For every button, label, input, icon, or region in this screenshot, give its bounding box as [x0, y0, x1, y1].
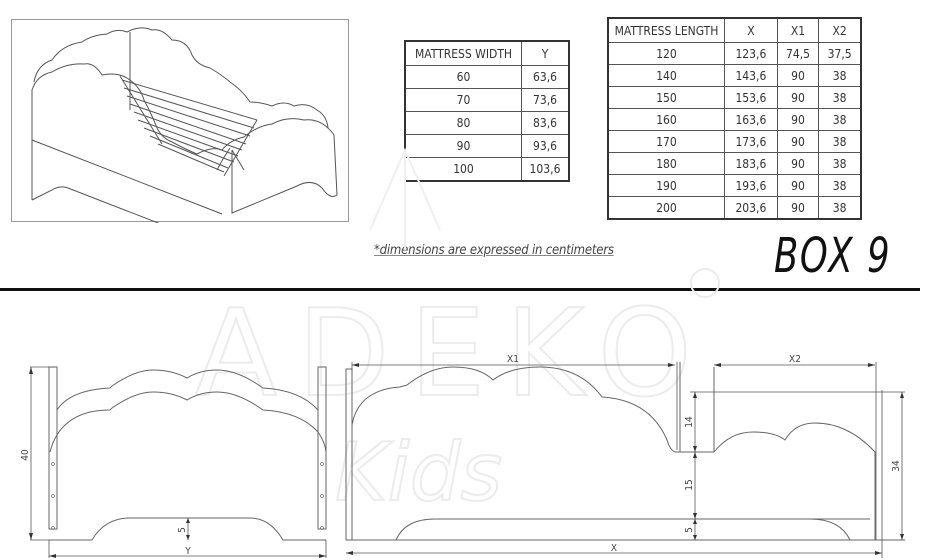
section-divider	[0, 288, 920, 291]
cell-width: 70	[404, 88, 522, 112]
cell-length: 190	[607, 174, 725, 197]
cell-x1: 90	[776, 174, 820, 197]
cell-length: 180	[607, 152, 725, 175]
cell-x2: 37,5	[818, 42, 862, 65]
cell-y: 63,6	[521, 65, 570, 89]
cell-length: 170	[607, 130, 725, 153]
cell-width: 80	[404, 111, 522, 135]
end-view-drawing	[48, 366, 327, 541]
cell-x1: 74,5	[776, 42, 820, 65]
cell-width: 60	[404, 65, 522, 89]
cell-x: 173,6	[724, 130, 778, 153]
cell-x2: 38	[818, 86, 862, 109]
side-view-drawing	[345, 362, 905, 541]
cell-length: 200	[607, 196, 725, 220]
header-x: X	[724, 17, 778, 43]
cell-length: 120	[607, 42, 725, 65]
dim-mid-15: 15	[684, 479, 695, 490]
cell-x2: 38	[818, 64, 862, 87]
cell-x2: 38	[818, 108, 862, 131]
cell-x1: 90	[776, 86, 820, 109]
cell-width: 90	[404, 134, 522, 158]
header-mattress-length: MATTRESS LENGTH	[607, 17, 725, 43]
cell-x1: 90	[776, 130, 820, 153]
cell-y: 103,6	[521, 157, 570, 182]
registered-mark-icon	[690, 268, 720, 298]
dim-height-40: 40	[20, 449, 31, 461]
watermark-brand: ADEKO	[195, 285, 712, 424]
cell-y: 73,6	[521, 88, 570, 112]
cell-x: 153,6	[724, 86, 778, 109]
cell-x: 203,6	[724, 196, 778, 220]
cell-x: 123,6	[724, 42, 778, 65]
end-view-dimensions	[30, 366, 327, 558]
cell-x: 183,6	[724, 152, 778, 175]
table-header-row: MATTRESS WIDTH Y	[404, 40, 570, 66]
side-view-dimensions	[346, 362, 905, 558]
dim-x2: X2	[789, 354, 801, 365]
cell-x1: 90	[776, 196, 820, 220]
cell-length: 140	[607, 64, 725, 87]
dim-footboard-34: 34	[891, 460, 902, 472]
dim-x: X	[611, 543, 617, 554]
cell-x: 143,6	[724, 64, 778, 87]
cell-x2: 38	[818, 152, 862, 175]
dim-foot-5: 5	[177, 527, 188, 533]
header-mattress-width: MATTRESS WIDTH	[404, 40, 522, 66]
watermark-sub: Kids	[335, 426, 502, 519]
cell-x1: 90	[776, 152, 820, 175]
model-title: BOX 9	[774, 228, 892, 284]
cell-x2: 38	[818, 196, 862, 220]
cell-y: 93,6	[521, 134, 570, 158]
bed-isometric-illustration	[11, 19, 349, 223]
cell-x2: 38	[818, 174, 862, 197]
dim-step-14: 14	[684, 416, 695, 428]
cell-length: 150	[607, 86, 725, 109]
cell-y: 83,6	[521, 111, 570, 135]
cell-x1: 90	[776, 108, 820, 131]
bed-isometric-drawing	[31, 27, 338, 223]
header-x1: X1	[776, 17, 820, 43]
dim-x1: X1	[507, 354, 519, 365]
header-y: Y	[521, 40, 570, 66]
cell-x: 193,6	[724, 174, 778, 197]
cell-width: 100	[404, 157, 522, 182]
units-note: *dimensions are expressed in centimeters	[374, 243, 614, 258]
dim-foot-5: 5	[684, 527, 695, 533]
cell-x1: 90	[776, 64, 820, 87]
dim-width-y: Y	[184, 546, 191, 557]
table-header-row: MATTRESS LENGTH X X1 X2	[607, 17, 862, 43]
header-x2: X2	[818, 17, 862, 43]
cell-x2: 38	[818, 130, 862, 153]
cell-x: 163,6	[724, 108, 778, 131]
cell-length: 160	[607, 108, 725, 131]
